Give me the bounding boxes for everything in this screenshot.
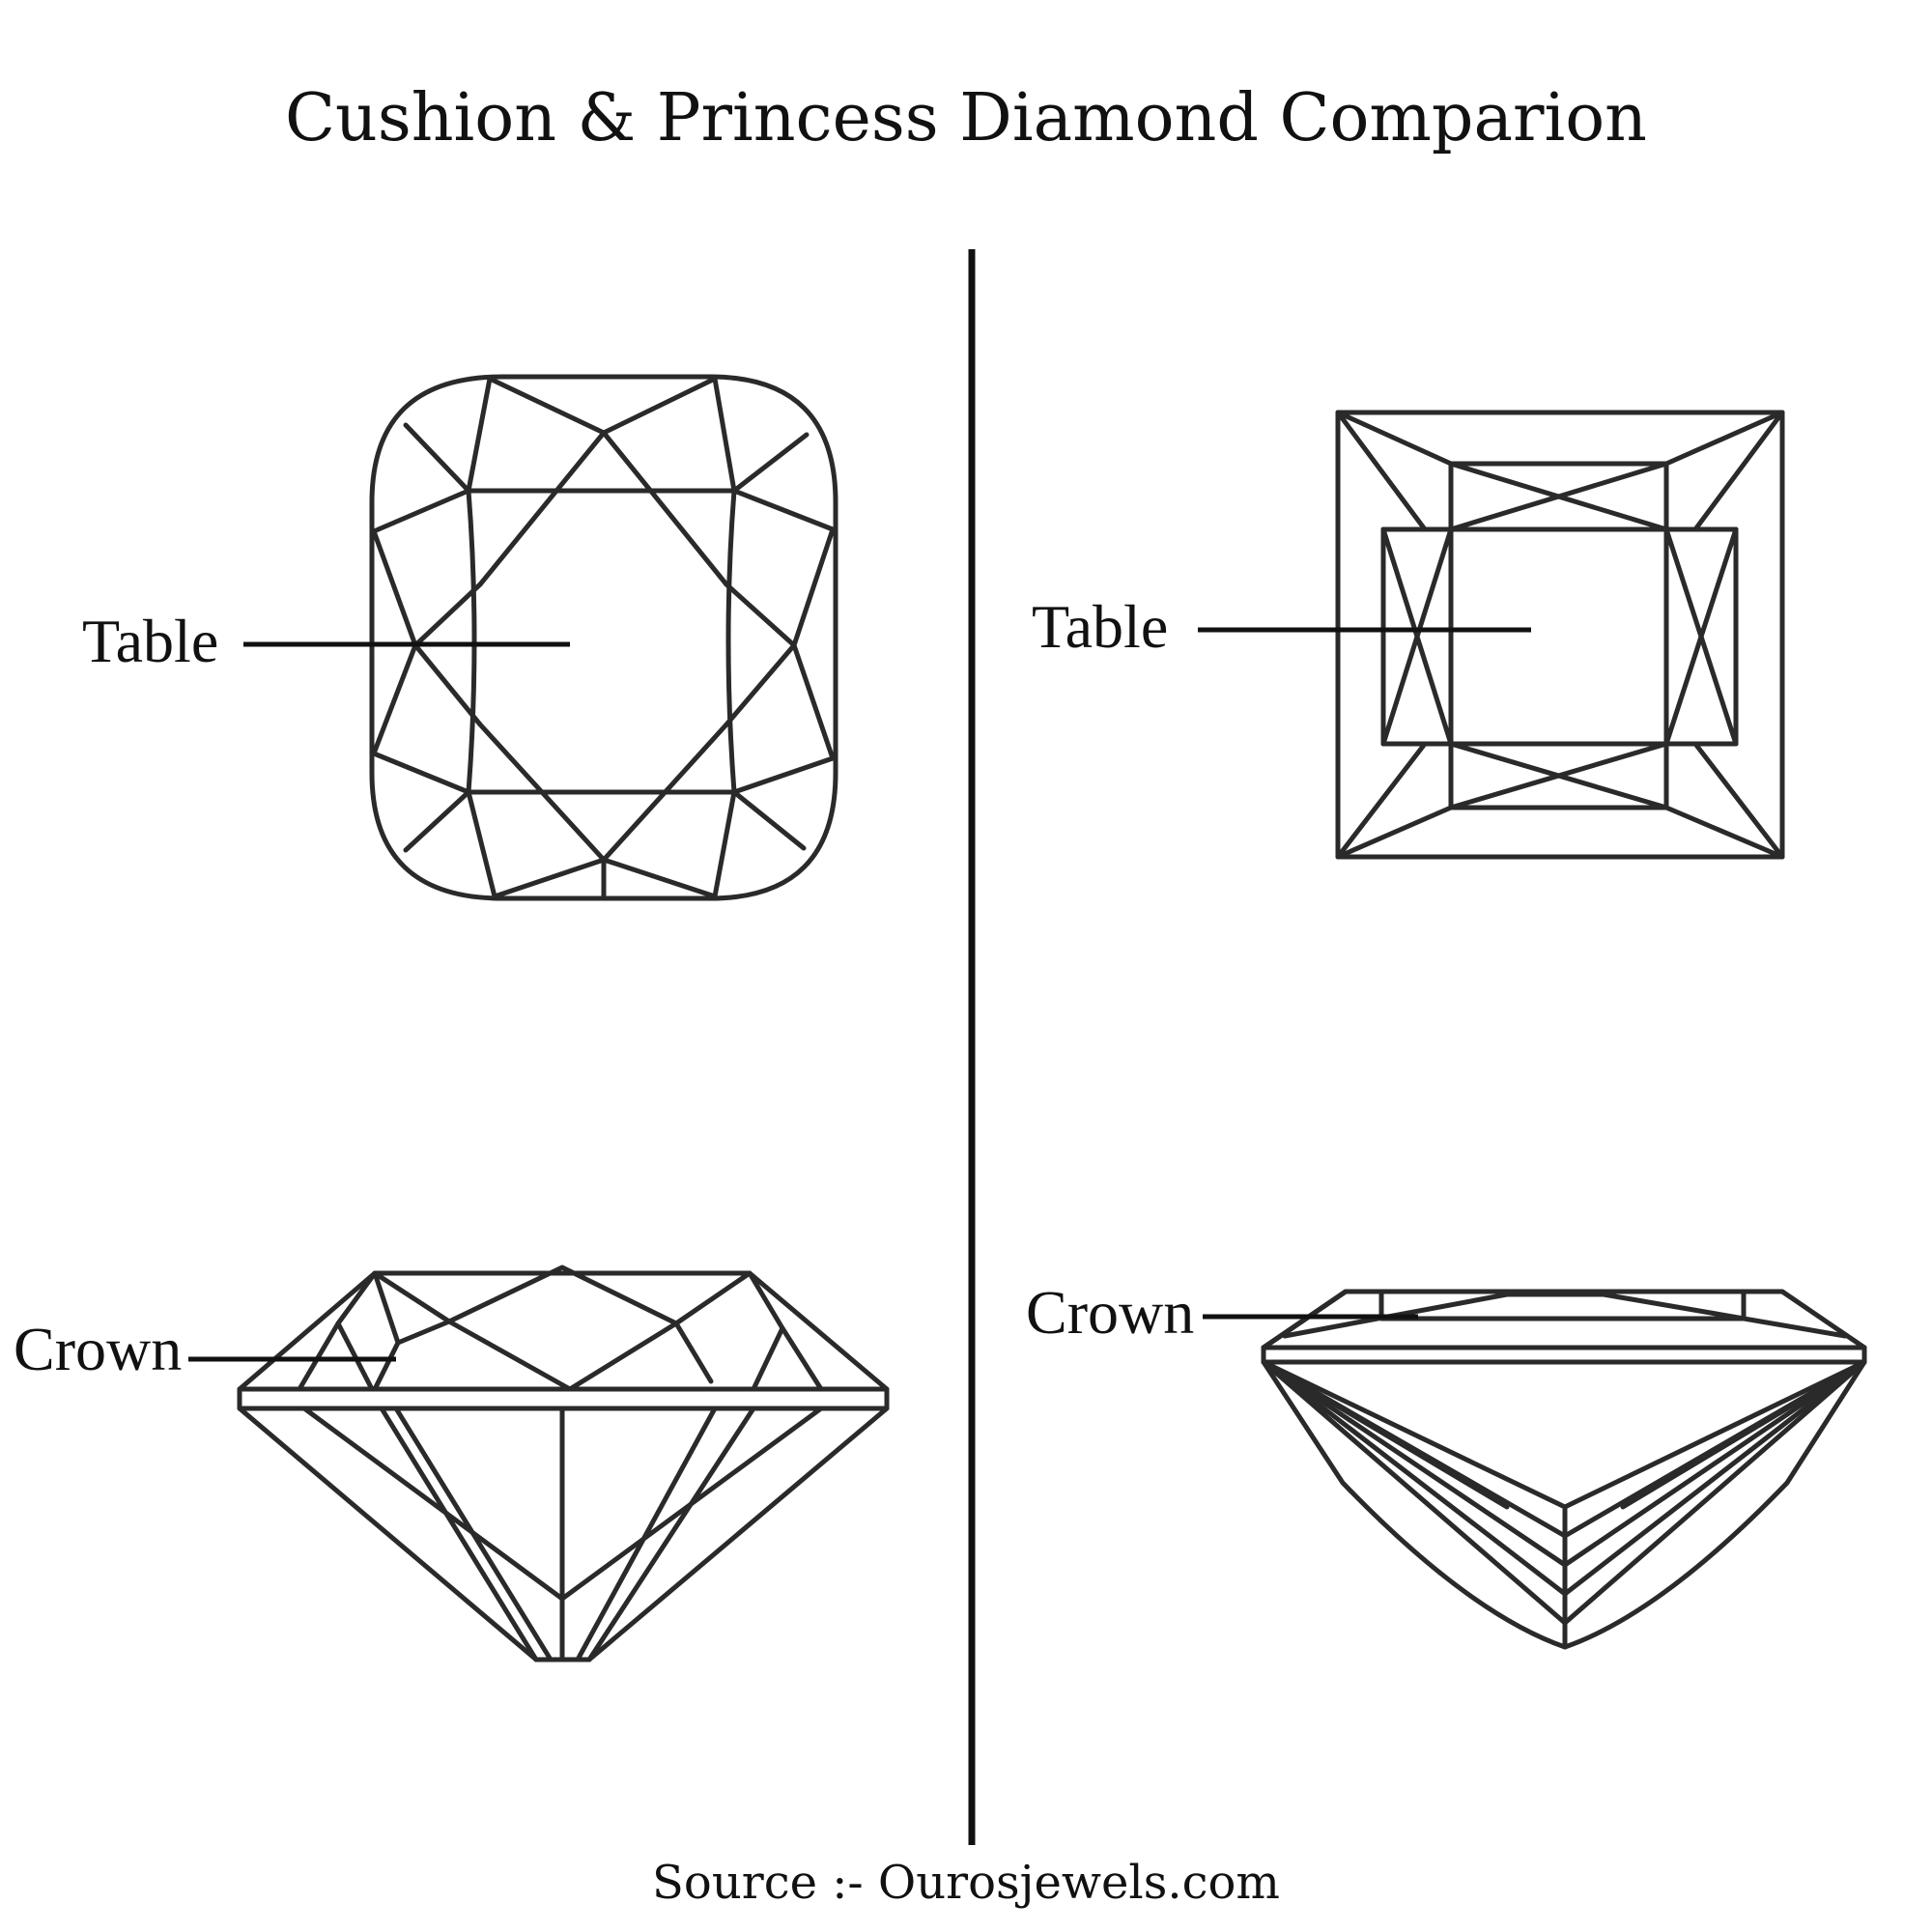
- cushion-crown-label: Crown: [14, 1315, 182, 1383]
- cushion-top-view: [369, 374, 838, 901]
- cushion-table-label: Table: [82, 607, 218, 675]
- page-title: Cushion & Princess Diamond Comparion: [285, 80, 1647, 156]
- princess-table-label: Table: [1032, 592, 1168, 661]
- source-credit: Source :- Ourosjewels.com: [652, 1856, 1280, 1910]
- princess-top-view: [1335, 410, 1785, 860]
- princess-side-view: [1261, 1289, 1867, 1650]
- cushion-side-view: [237, 1264, 890, 1662]
- princess-crown-label: Crown: [1026, 1278, 1194, 1347]
